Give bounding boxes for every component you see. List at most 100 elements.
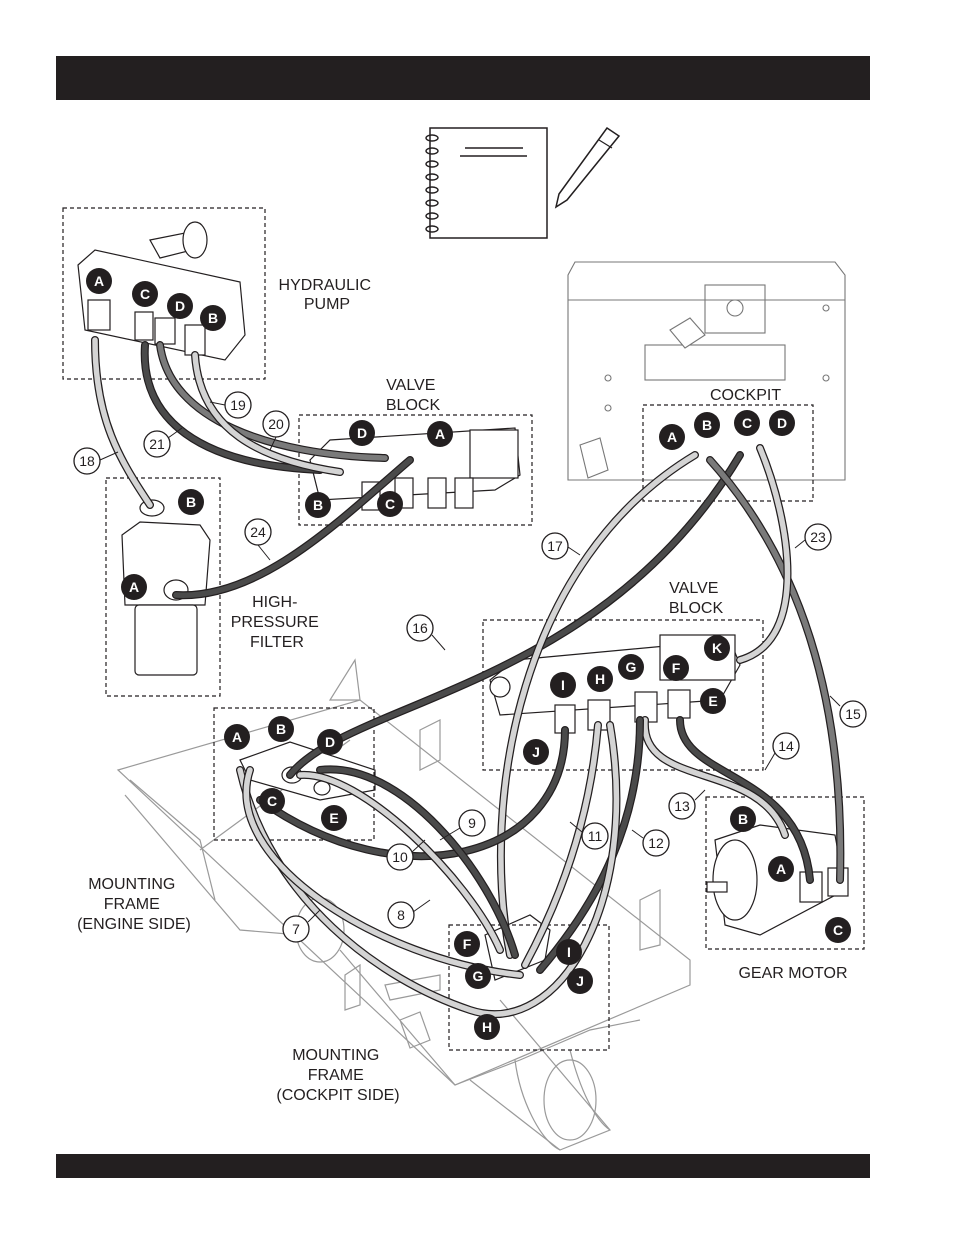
- svg-text:F: F: [672, 660, 681, 676]
- svg-text:G: G: [626, 659, 637, 675]
- valve-block-top-label: VALVE BLOCK: [386, 377, 441, 414]
- svg-text:I: I: [567, 944, 571, 960]
- port-cockpit-c: C: [734, 410, 760, 436]
- svg-text:A: A: [129, 579, 139, 595]
- svg-text:9: 9: [468, 815, 476, 831]
- hose-number-20: 21: [144, 428, 182, 457]
- svg-text:D: D: [777, 415, 787, 431]
- svg-text:C: C: [742, 415, 752, 431]
- port-cockpit-side-g: G: [465, 963, 491, 989]
- svg-text:J: J: [532, 744, 540, 760]
- svg-text:12: 12: [648, 835, 664, 851]
- port-filter-a: A: [121, 574, 147, 600]
- port-valve-mid-j: J: [523, 739, 549, 765]
- hose-number-8: 8: [388, 900, 430, 928]
- hydraulic-pump-label: HYDRAULIC PUMP: [279, 277, 376, 313]
- svg-text:7: 7: [292, 921, 300, 937]
- svg-text:B: B: [276, 721, 286, 737]
- port-filter-b: B: [178, 489, 204, 515]
- svg-text:14: 14: [778, 738, 794, 754]
- cockpit-panel-drawing: [568, 262, 845, 480]
- port-gear-a: A: [768, 856, 794, 882]
- svg-text:B: B: [186, 494, 196, 510]
- port-pump-a: A: [86, 268, 112, 294]
- svg-text:18: 18: [79, 453, 95, 469]
- port-valve-mid-i: I: [550, 672, 576, 698]
- svg-text:F: F: [463, 936, 472, 952]
- svg-text:B: B: [702, 417, 712, 433]
- svg-text:I: I: [561, 677, 565, 693]
- svg-text:E: E: [329, 810, 338, 826]
- svg-text:C: C: [267, 793, 277, 809]
- port-engine-b: B: [268, 716, 294, 742]
- port-valve-top-a: A: [427, 421, 453, 447]
- port-valve-top-c: C: [377, 491, 403, 517]
- svg-text:A: A: [667, 429, 677, 445]
- high-pressure-filter-label: HIGH- PRESSURE FILTER: [231, 594, 323, 651]
- svg-text:A: A: [435, 426, 445, 442]
- svg-text:13: 13: [674, 798, 690, 814]
- svg-text:K: K: [712, 640, 722, 656]
- gear-motor-label: GEAR MOTOR: [738, 965, 847, 982]
- svg-text:8: 8: [397, 907, 405, 923]
- svg-text:10: 10: [392, 849, 408, 865]
- hose-number-24: 24: [245, 519, 271, 560]
- port-cockpit-side-h: H: [474, 1014, 500, 1040]
- svg-text:20: 20: [268, 416, 284, 432]
- svg-text:16: 16: [412, 620, 428, 636]
- port-cockpit-a: A: [659, 424, 685, 450]
- hose-number-23: 23: [795, 524, 831, 550]
- pencil-icon: [556, 128, 619, 207]
- svg-text:D: D: [325, 734, 335, 750]
- port-cockpit-b: B: [694, 412, 720, 438]
- svg-text:19: 19: [230, 397, 246, 413]
- port-cockpit-side-j: J: [567, 968, 593, 994]
- svg-text:C: C: [385, 496, 395, 512]
- hose-number-14: 14: [765, 733, 799, 770]
- hose-number-15: 15: [830, 696, 866, 727]
- svg-text:D: D: [175, 298, 185, 314]
- svg-text:A: A: [776, 861, 786, 877]
- port-cockpit-side-i: I: [556, 939, 582, 965]
- svg-text:A: A: [94, 273, 104, 289]
- port-pump-c: C: [132, 281, 158, 307]
- svg-text:24: 24: [250, 524, 266, 540]
- port-valve-top-b: B: [305, 492, 331, 518]
- hose-number-13: 13: [669, 790, 705, 819]
- port-engine-a: A: [224, 724, 250, 750]
- port-engine-d: D: [317, 729, 343, 755]
- notebook-icon: [426, 128, 547, 238]
- svg-text:D: D: [357, 425, 367, 441]
- svg-text:15: 15: [845, 706, 861, 722]
- svg-text:G: G: [473, 968, 484, 984]
- hose-number-16: 16: [407, 615, 445, 650]
- port-pump-d: D: [167, 293, 193, 319]
- mounting-frame-engine-label: MOUNTING FRAME (ENGINE SIDE): [77, 876, 191, 933]
- svg-text:B: B: [208, 310, 218, 326]
- hose-number-9: 9: [440, 810, 485, 840]
- mounting-frame-cockpit-label: MOUNTING FRAME (COCKPIT SIDE): [276, 1047, 399, 1104]
- svg-text:17: 17: [547, 538, 563, 554]
- port-engine-e: E: [321, 805, 347, 831]
- port-gear-c: C: [825, 917, 851, 943]
- svg-text:21: 21: [149, 436, 165, 452]
- cockpit-label: COCKPIT: [710, 387, 781, 404]
- port-valve-top-d: D: [349, 420, 375, 446]
- svg-text:B: B: [738, 811, 748, 827]
- svg-text:A: A: [232, 729, 242, 745]
- svg-text:H: H: [482, 1019, 492, 1035]
- svg-text:B: B: [313, 497, 323, 513]
- hose-number-18: 18: [74, 448, 118, 474]
- svg-text:J: J: [576, 973, 584, 989]
- svg-text:11: 11: [588, 828, 603, 844]
- port-valve-mid-k: K: [704, 635, 730, 661]
- port-valve-mid-f: F: [663, 655, 689, 681]
- port-engine-c: C: [259, 788, 285, 814]
- port-cockpit-d: D: [769, 410, 795, 436]
- port-pump-b: B: [200, 305, 226, 331]
- port-valve-mid-e: E: [700, 688, 726, 714]
- port-cockpit-side-f: F: [454, 931, 480, 957]
- hose-number-12: 12: [632, 830, 669, 856]
- svg-text:E: E: [708, 693, 717, 709]
- hose-number-17: 17: [542, 533, 580, 559]
